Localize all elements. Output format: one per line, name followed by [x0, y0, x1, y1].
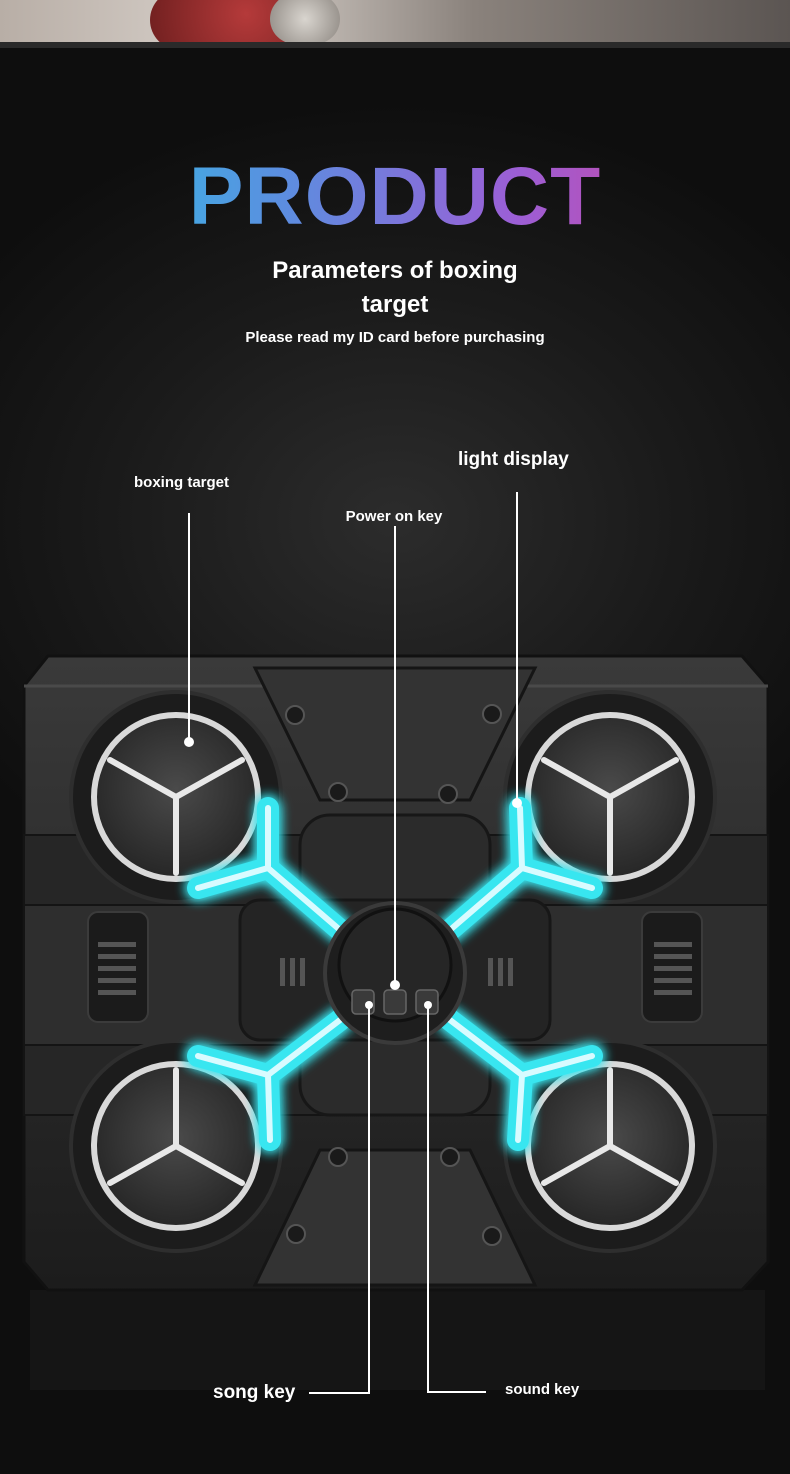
screws [285, 704, 502, 1246]
photo-edge [0, 42, 790, 48]
center-vents [280, 958, 513, 986]
floor-reflection [30, 1290, 765, 1390]
boxing-target-label: boxing target [134, 474, 230, 491]
pad-top-right [503, 690, 717, 904]
right-grille [641, 911, 703, 1023]
left-grille [87, 911, 149, 1023]
photo-detail [270, 0, 340, 44]
top-photo-strip [0, 0, 790, 48]
light-display-label: light display [458, 449, 569, 470]
callout-dots [184, 737, 522, 1009]
song-key-label: song key [213, 1382, 296, 1403]
pad-bottom-left [69, 1039, 283, 1253]
power-key-button[interactable] [383, 989, 407, 1015]
sound-key-callout [427, 1005, 486, 1393]
product-heading: PRODUCT [0, 150, 790, 244]
song-key-callout [309, 1005, 370, 1394]
sound-key-label: sound key [505, 1381, 580, 1398]
subtitle: Parameters of boxing target [272, 257, 518, 318]
bottom-bracket [252, 1148, 538, 1287]
power-key-label: Power on key [345, 508, 443, 525]
pad-top-left [69, 690, 283, 904]
callout-lines [188, 492, 518, 1394]
light-display-core [195, 805, 595, 1143]
purchase-note: Please read my ID card before purchasing [245, 329, 545, 346]
pad-bottom-right [503, 1039, 717, 1253]
